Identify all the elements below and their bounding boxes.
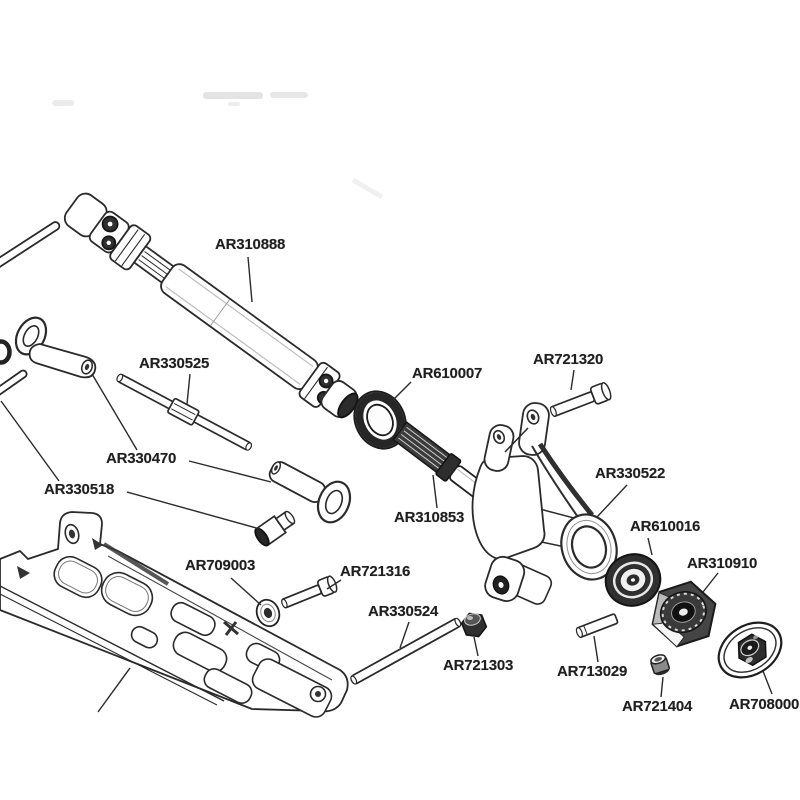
leader-ar610007 bbox=[393, 381, 412, 400]
scan-smudges bbox=[52, 92, 384, 200]
leader-ar721404 bbox=[660, 676, 664, 698]
leader-ar330524 bbox=[399, 621, 410, 649]
hinge-pin-top-left bbox=[0, 221, 61, 397]
leader-ar310910 bbox=[702, 572, 719, 593]
leader-ar330518 bbox=[0, 400, 60, 482]
suspension-arm bbox=[0, 511, 349, 718]
rod-end-lower bbox=[268, 461, 352, 524]
leader-ar721303 bbox=[473, 636, 479, 657]
leader-ar610016 bbox=[647, 537, 653, 556]
small-nut bbox=[460, 612, 488, 638]
leader-ar721320 bbox=[570, 369, 575, 391]
leader-ar330470 bbox=[188, 460, 272, 483]
hinge-pin-long bbox=[350, 617, 462, 685]
pin-small bbox=[575, 613, 619, 638]
turnbuckle bbox=[116, 373, 253, 451]
washer bbox=[255, 598, 281, 628]
leader-ar708000 bbox=[762, 670, 773, 695]
leader-ar310888 bbox=[247, 256, 253, 303]
leader-ar721316 bbox=[326, 579, 342, 590]
pivot-post bbox=[254, 510, 296, 547]
leader-ar713029 bbox=[593, 635, 599, 663]
leader-ar330525 bbox=[186, 373, 191, 405]
leader-ar330518 bbox=[126, 491, 261, 530]
leader-lines bbox=[0, 256, 773, 698]
serrated-hex-nut bbox=[651, 580, 717, 648]
leader-ar330470 bbox=[91, 373, 138, 451]
screw-short bbox=[281, 575, 338, 609]
leader-ar330522 bbox=[596, 484, 628, 518]
leader-ar310853 bbox=[432, 474, 438, 509]
bearing-large bbox=[353, 390, 407, 450]
flanged-disc-nut bbox=[717, 621, 783, 679]
leader-ar709003 bbox=[230, 577, 262, 606]
pivot-ball-edge bbox=[0, 339, 12, 365]
screw-long bbox=[549, 381, 612, 417]
set-screw bbox=[650, 654, 671, 676]
driveshaft bbox=[63, 192, 359, 419]
rod-end-upper bbox=[14, 316, 97, 379]
hub-carrier bbox=[471, 402, 618, 605]
bearing-small bbox=[604, 553, 662, 607]
